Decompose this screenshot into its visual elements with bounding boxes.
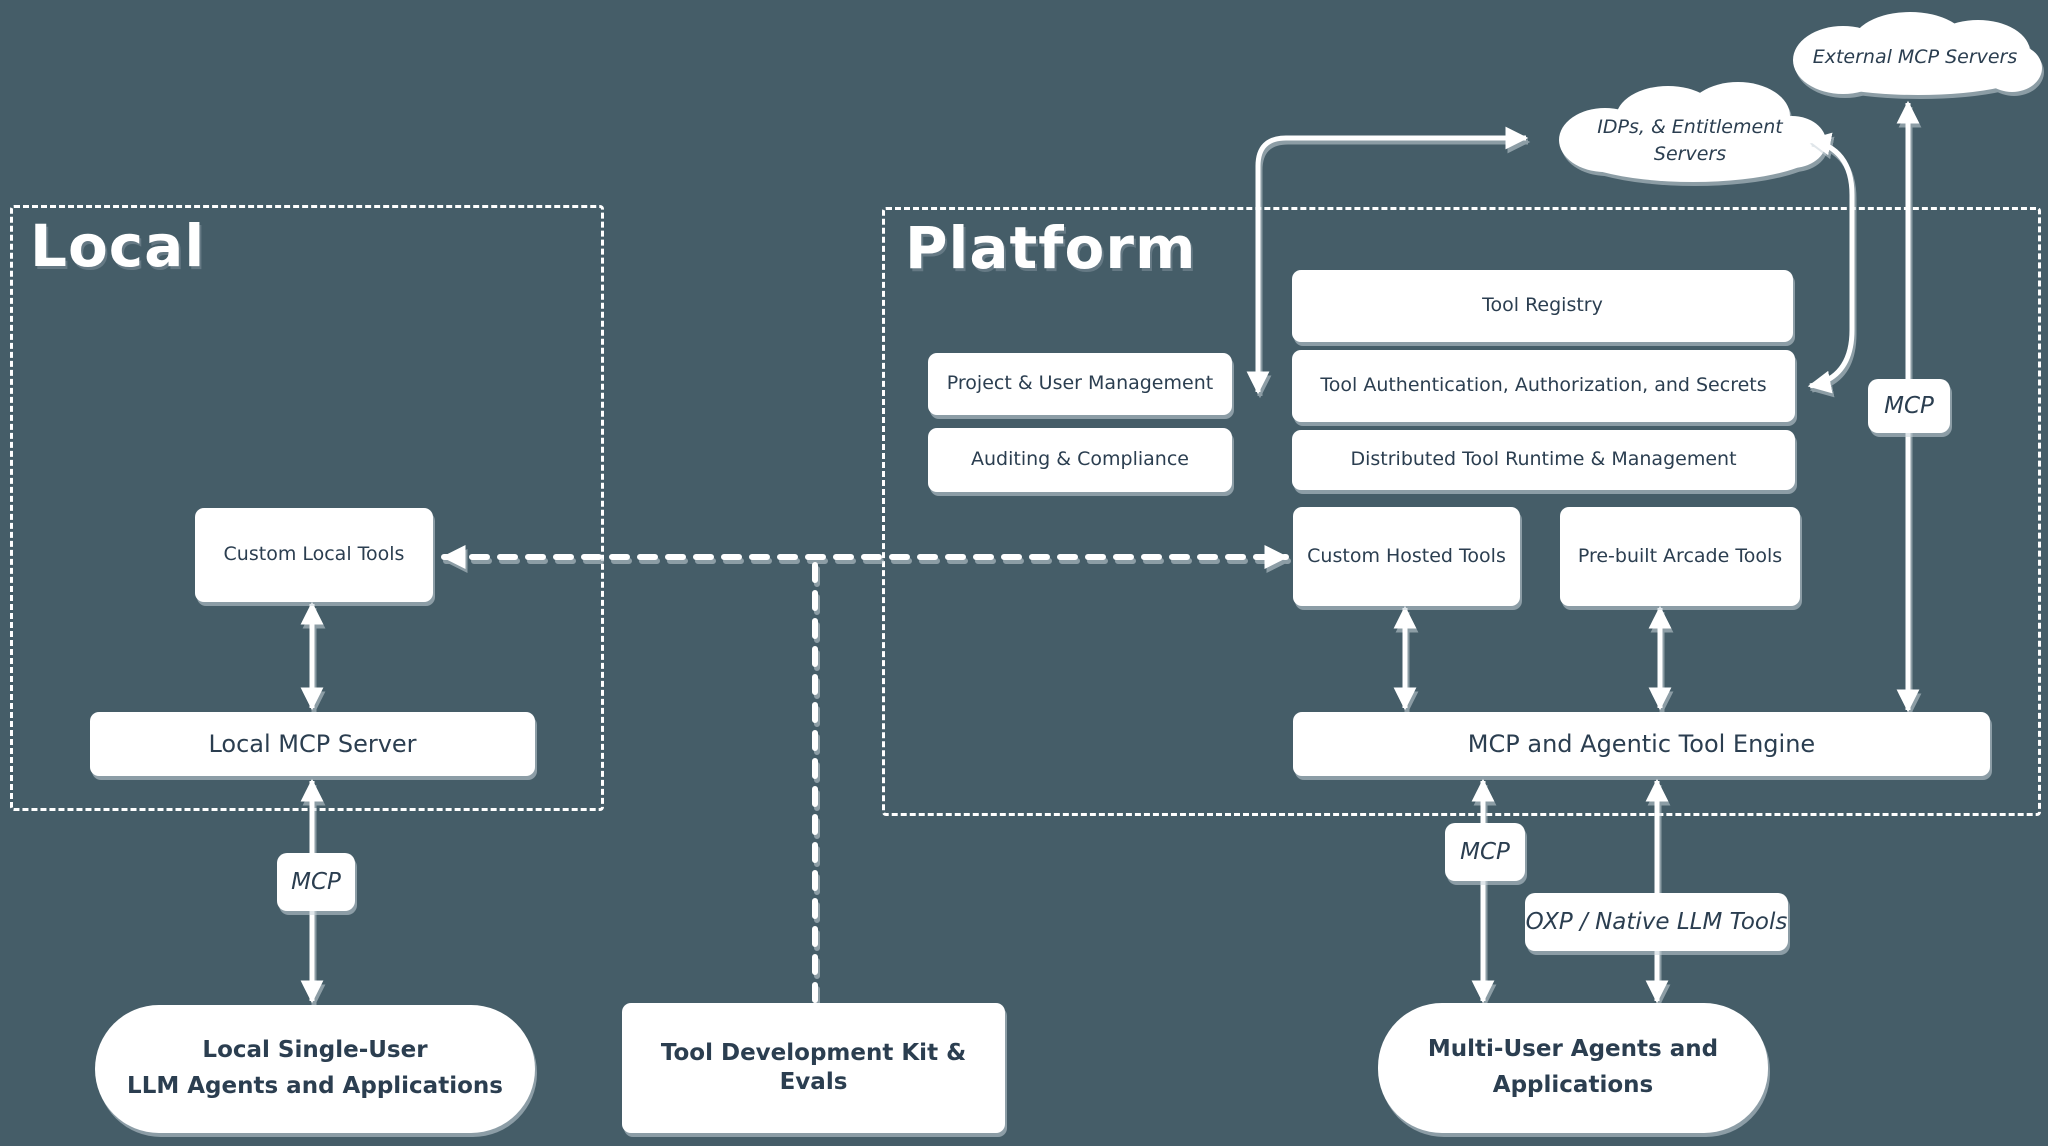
custom-local-tools-box: Custom Local Tools <box>195 508 433 602</box>
local-agents-pill: Local Single-User LLM Agents and Applica… <box>95 1005 535 1133</box>
external-mcp-servers-cloud-icon <box>1793 12 2042 95</box>
multi-user-agents-pill: Multi-User Agents and Applications <box>1378 1003 1768 1133</box>
local-zone-title: Local <box>30 212 206 280</box>
prebuilt-arcade-tools-box: Pre-built Arcade Tools <box>1560 507 1800 606</box>
project-user-management-box: Project & User Management <box>928 353 1232 415</box>
mcp-protocol-tag-local: MCP <box>277 853 355 911</box>
distributed-runtime-box: Distributed Tool Runtime & Management <box>1292 430 1795 490</box>
mcp-protocol-tag-external: MCP <box>1868 379 1950 433</box>
mcp-protocol-tag-platform: MCP <box>1445 823 1525 881</box>
tool-development-kit-box: Tool Development Kit & Evals <box>622 1003 1005 1133</box>
oxp-protocol-tag: OXP / Native LLM Tools <box>1525 893 1788 951</box>
mcp-agentic-tool-engine-box: MCP and Agentic Tool Engine <box>1293 712 1990 776</box>
external-mcp-servers-cloud-label: External MCP Servers <box>1812 46 2018 69</box>
tool-auth-box: Tool Authentication, Authorization, and … <box>1292 350 1795 422</box>
arrow-tool-auth-to-idp <box>1807 132 1855 394</box>
custom-hosted-tools-box: Custom Hosted Tools <box>1293 507 1520 606</box>
idp-entitlement-cloud-label: IDPs, & Entitlement Servers <box>1597 115 1783 165</box>
platform-zone-title: Platform <box>905 214 1197 282</box>
local-mcp-server-box: Local MCP Server <box>90 712 535 776</box>
arrow-project-mgmt-to-idp <box>1246 126 1529 395</box>
tool-registry-box: Tool Registry <box>1292 270 1793 342</box>
auditing-compliance-box: Auditing & Compliance <box>928 428 1232 492</box>
